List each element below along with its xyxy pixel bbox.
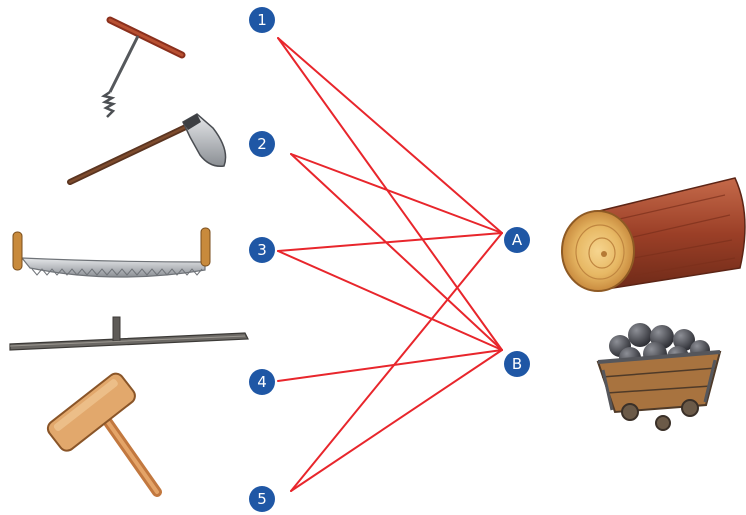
badge-A-label: A [512,231,523,249]
connection-1-A [277,37,503,234]
connection-3-A [277,232,503,252]
two-man-saw-icon [12,227,211,278]
pry-bar-icon [9,316,249,351]
wood-log-icon [561,177,746,292]
coal-mine-cart-icon [596,323,722,431]
badge-4[interactable]: 4 [249,369,275,395]
connection-5-A [290,232,503,492]
connection-lines [277,37,503,492]
badge-A[interactable]: A [504,227,530,253]
badge-1[interactable]: 1 [249,7,275,33]
wooden-mallet-icon [46,372,162,497]
badge-2-label: 2 [257,135,267,153]
badge-2[interactable]: 2 [249,131,275,157]
badge-3-label: 3 [257,241,267,259]
badge-4-label: 4 [257,373,267,391]
connection-2-B [290,153,503,351]
t-handle-auger-icon [100,16,186,118]
badge-5-label: 5 [257,490,267,508]
badge-1-label: 1 [257,11,267,29]
connection-3-B [277,250,503,351]
connection-5-B [290,349,503,492]
badge-B-label: B [512,355,522,373]
connection-4-B [277,349,503,382]
badge-3[interactable]: 3 [249,237,275,263]
connection-2-A [290,153,503,234]
badge-B[interactable]: B [504,351,530,377]
axe-icon [67,113,227,185]
badge-5[interactable]: 5 [249,486,275,512]
connection-1-B [277,37,503,351]
